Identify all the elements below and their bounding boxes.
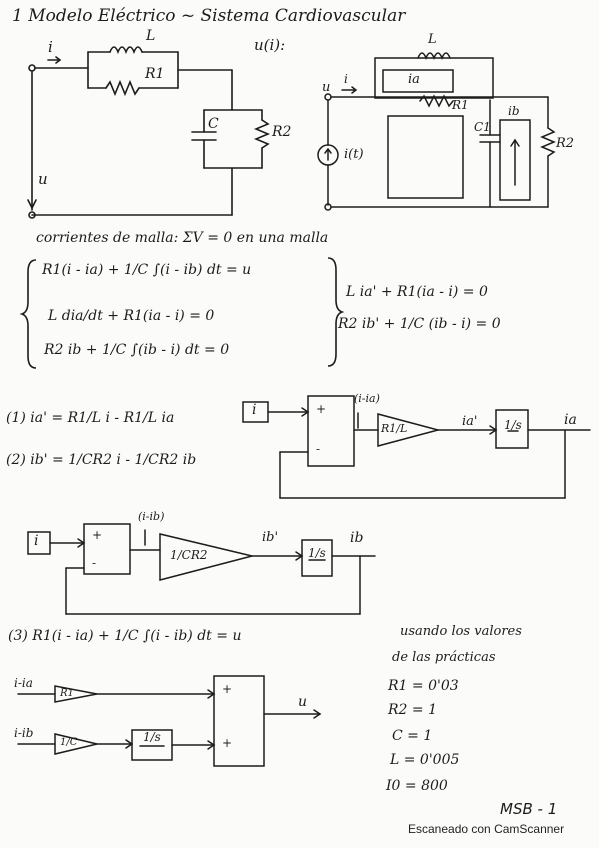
value-L: L = 0'005 bbox=[390, 752, 460, 768]
diag1-input: i bbox=[252, 402, 257, 418]
page-title: 1 Modelo Eléctrico ~ Sistema Cardiovascu… bbox=[12, 6, 406, 26]
diag2-mid: ib' bbox=[262, 530, 279, 545]
circuit2-ia-label: ia bbox=[408, 72, 420, 87]
diag1-minus: - bbox=[316, 442, 321, 456]
diag3-integrator: 1/s bbox=[143, 730, 161, 744]
circuit1-C-label: C bbox=[208, 116, 219, 132]
current-source-label: i(t) bbox=[344, 147, 364, 162]
diag2-plus: + bbox=[92, 528, 103, 542]
eq-left-1: R1(i - ia) + 1/C ∫(i - ib) dt = u bbox=[42, 262, 252, 278]
diag3-gain-2: 1/C bbox=[60, 737, 78, 748]
diag3-plus-2: + bbox=[222, 736, 233, 750]
circuit2-R2-label: R2 bbox=[556, 136, 575, 151]
eq-3: (3) R1(i - ia) + 1/C ∫(i - ib) dt = u bbox=[8, 628, 242, 644]
eq-2: (2) ib' = 1/CR2 i - 1/CR2 ib bbox=[6, 452, 197, 468]
scanner-watermark: Escaneado con CamScanner bbox=[408, 822, 565, 836]
mesh-currents-line: corrientes de malla: ΣV = 0 en una malla bbox=[36, 230, 329, 246]
diag2-integrator: 1/s bbox=[308, 546, 326, 560]
circuit1-u-label: u bbox=[38, 170, 48, 188]
eq-left-2: L dia/dt + R1(ia - i) = 0 bbox=[48, 308, 215, 324]
diag1-gain: R1/L bbox=[381, 422, 408, 435]
diag1-error: (i-ia) bbox=[354, 392, 380, 405]
diag3-output: u bbox=[298, 694, 308, 710]
value-R1: R1 = 0'03 bbox=[388, 678, 459, 694]
circuit2-L-label: L bbox=[428, 32, 437, 47]
circuit2-u-label: u bbox=[322, 80, 331, 95]
diag3-input-2: i-ib bbox=[14, 726, 34, 740]
diag2-input: i bbox=[34, 533, 39, 549]
diag1-plus: + bbox=[316, 402, 327, 416]
circuit2-i-label: i bbox=[344, 72, 348, 86]
circuit1-i-label: i bbox=[48, 38, 53, 56]
diag1-integrator: 1/s bbox=[504, 418, 522, 432]
diag2-minus: - bbox=[92, 556, 97, 570]
diag2-error: (i-ib) bbox=[138, 510, 165, 523]
eq-left-3: R2 ib + 1/C ∫(ib - i) dt = 0 bbox=[44, 342, 230, 358]
value-C: C = 1 bbox=[392, 728, 433, 744]
eq-right-2: R2 ib' + 1/C (ib - i) = 0 bbox=[338, 316, 501, 332]
diag3-gain-1: R1 bbox=[60, 688, 74, 699]
diag1-mid: ia' bbox=[462, 414, 478, 429]
circuit2-C1-label: C1 bbox=[474, 120, 491, 134]
circuit1-R1-label: R1 bbox=[145, 66, 165, 82]
circuit2-ib-label: ib bbox=[508, 104, 520, 118]
page-id: MSB - 1 bbox=[500, 800, 558, 818]
diag2-output: ib bbox=[350, 530, 364, 546]
eq-1: (1) ia' = R1/L i - R1/L ia bbox=[6, 410, 175, 426]
diag1-output: ia bbox=[564, 412, 577, 428]
value-R2: R2 = 1 bbox=[388, 702, 437, 718]
value-I0: I0 = 800 bbox=[386, 778, 448, 794]
circuit1-L-label: L bbox=[146, 28, 156, 44]
diag3-plus-1: + bbox=[222, 682, 233, 696]
diag2-gain: 1/CR2 bbox=[170, 548, 208, 562]
circuit1-R2-label: R2 bbox=[272, 124, 292, 140]
u-of-i-label: u(i): bbox=[254, 36, 286, 54]
diag3-input-1: i-ia bbox=[14, 676, 33, 690]
circuit2-R1-label: R1 bbox=[452, 98, 469, 112]
values-heading-1: usando los valores bbox=[400, 624, 522, 639]
eq-right-1: L ia' + R1(ia - i) = 0 bbox=[346, 284, 488, 300]
values-heading-2: de las prácticas bbox=[392, 650, 496, 665]
